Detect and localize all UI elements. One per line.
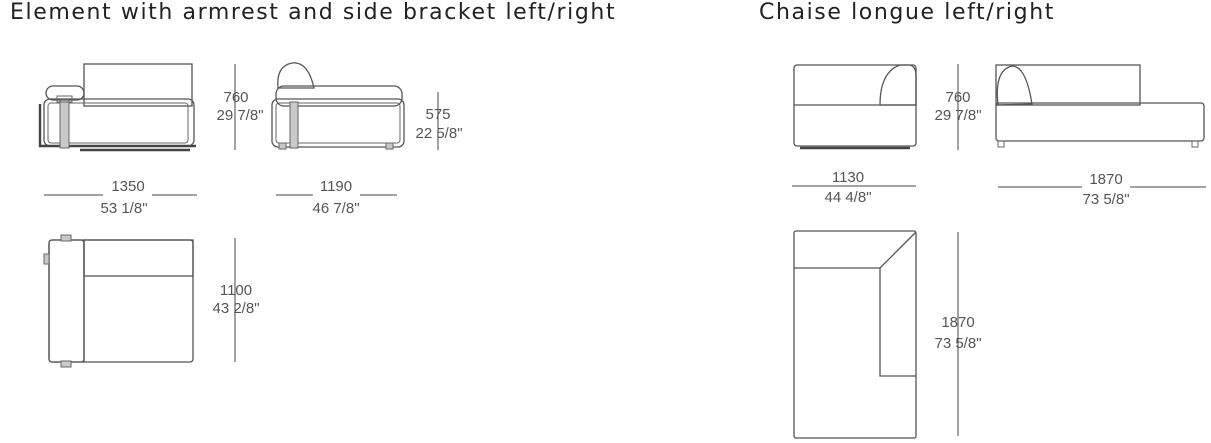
chaise-front-width-dimension: 1130 44 4/8" <box>792 169 916 206</box>
chaise-front-view-drawing <box>793 64 917 150</box>
dim-label: 1190 <box>320 178 352 195</box>
element-side-view-drawing <box>271 62 405 150</box>
chaise-side-view-drawing <box>995 64 1205 148</box>
chaise-side-length-dimension: 1870 73 5/8" <box>998 171 1206 208</box>
heading-element-armrest: Element with armrest and side bracket le… <box>10 0 617 25</box>
dim-label: 73 5/8" <box>1082 191 1129 208</box>
chaise-front-height-dimension: 760 29 7/8" <box>934 64 982 150</box>
element-front-height-dimension: 760 29 7/8" <box>216 64 264 150</box>
dim-label: 22 5/8" <box>415 125 462 142</box>
dim-label: 1130 <box>832 169 864 186</box>
dim-label: 29 7/8" <box>934 107 981 124</box>
chaise-plan-length-dimension: 1870 73 5/8" <box>934 232 982 436</box>
dim-label: 53 1/8" <box>100 200 147 217</box>
dim-label: 1870 <box>1089 171 1122 188</box>
dim-label: 73 5/8" <box>934 335 981 352</box>
dim-label: 1100 <box>220 282 252 299</box>
dim-label: 46 7/8" <box>312 200 359 217</box>
element-front-view-drawing <box>38 63 196 152</box>
element-front-width-dimension: 1350 53 1/8" <box>44 178 197 217</box>
dim-label: 44 4/8" <box>824 189 871 206</box>
dim-label: 43 2/8" <box>212 300 259 317</box>
chaise-plan-view-drawing <box>793 230 917 439</box>
dim-label: 1870 <box>941 314 974 331</box>
dim-label: 575 <box>425 106 450 123</box>
heading-chaise-longue: Chaise longue left/right <box>759 0 1055 25</box>
element-side-depth-dimension: 1190 46 7/8" <box>276 178 397 217</box>
element-side-height-dimension: 575 22 5/8" <box>415 92 463 150</box>
element-plan-depth-dimension: 1100 43 2/8" <box>212 238 260 362</box>
dim-label: 29 7/8" <box>216 107 263 124</box>
dim-label: 1350 <box>111 178 144 195</box>
element-plan-view-drawing <box>43 234 194 368</box>
dim-label: 760 <box>223 89 248 106</box>
dim-label: 760 <box>945 89 970 106</box>
